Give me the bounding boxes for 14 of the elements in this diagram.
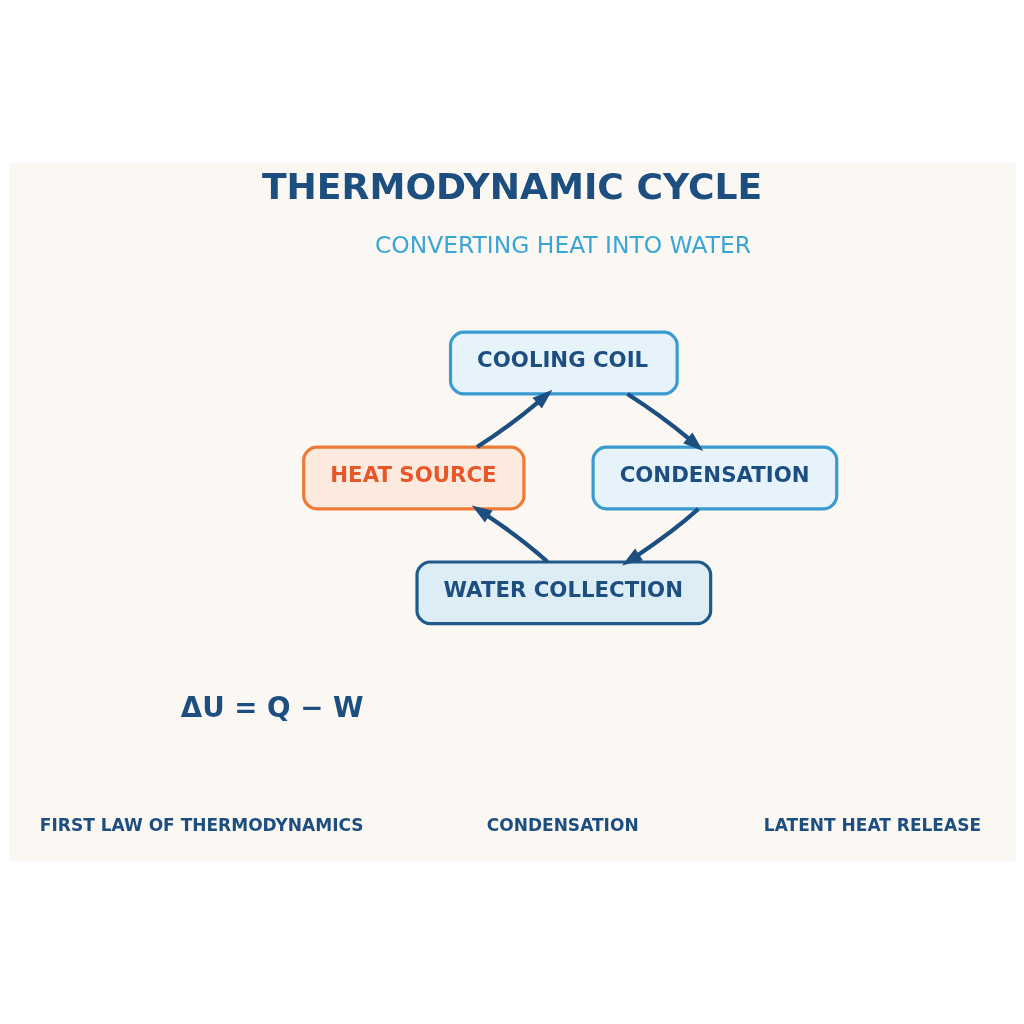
label: ΔU = Q − W [180,691,364,725]
label: CONDENSATION [486,814,639,835]
arrow [621,507,700,566]
arrow [471,505,549,564]
label: FIRST LAW OF THERMODYNAMICS [39,814,364,835]
diagram-title: THERMODYNAMIC CYCLE [261,165,762,209]
arrow [475,389,552,449]
node-box: WATER COLLECTION [414,560,712,626]
label: CONVERTING HEAT INTO WATER [374,231,751,260]
arrow [625,392,703,452]
node-box: COOLING COIL [448,330,679,396]
label: LATENT HEAT RELEASE [763,814,981,835]
node-box: CONDENSATION [591,445,838,511]
node-box: HEAT SOURCE [301,445,526,511]
